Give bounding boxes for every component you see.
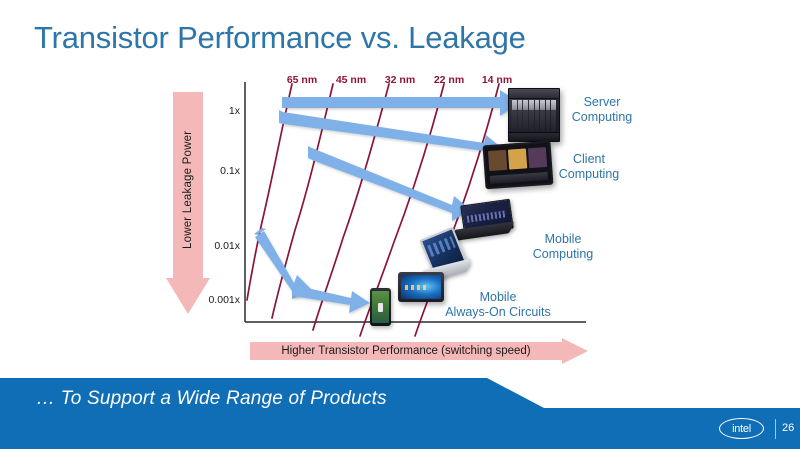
server-scaling-arrow-tail bbox=[282, 97, 286, 108]
product-label-mobile-always-on: Mobile Always-On Circuits bbox=[445, 290, 551, 319]
y-tick-1x: 1x bbox=[228, 105, 240, 117]
intel-logo: intel bbox=[719, 418, 766, 440]
client-scaling-arrow-tail bbox=[279, 110, 283, 124]
alwayson-scaling-arrow bbox=[255, 231, 312, 299]
product-label-mobile-computing: Mobile Computing bbox=[532, 232, 594, 261]
axis-lines bbox=[244, 82, 586, 323]
bottom-banner bbox=[0, 378, 800, 449]
node-label-45nm: 45 nm bbox=[335, 74, 367, 86]
higher-performance-arrow bbox=[250, 338, 588, 364]
scaling-arrows bbox=[254, 90, 520, 313]
mobile-scaling-arrow-tail bbox=[308, 146, 312, 160]
curve-22nm bbox=[359, 83, 445, 337]
lower-leakage-power-arrow bbox=[166, 92, 210, 314]
node-label-32nm: 32 nm bbox=[384, 74, 416, 86]
y-axis-label: Lower Leakage Power bbox=[182, 130, 194, 250]
y-tick-0.1x: 0.1x bbox=[220, 165, 240, 177]
node-label-22nm: 22 nm bbox=[433, 74, 465, 86]
client-scaling-arrow bbox=[283, 112, 503, 159]
product-label-server: Server Computing bbox=[571, 95, 633, 124]
page-title: Transistor Performance vs. Leakage bbox=[34, 20, 526, 55]
intel-logo-oval bbox=[719, 418, 764, 439]
page-number: 26 bbox=[782, 422, 795, 434]
chart-area: 1x 0.1x 0.01x 0.001x 65 nm 45 nm 32 nm 2… bbox=[0, 0, 800, 380]
node-label-65nm: 65 nm bbox=[286, 74, 318, 86]
alwayson-scaling-arrow-tail bbox=[254, 228, 266, 235]
intel-logo-text: intel bbox=[732, 422, 751, 435]
all-in-one-desktop-icon bbox=[482, 140, 554, 195]
page-number-divider bbox=[775, 419, 776, 439]
x-axis-label: Higher Transistor Performance (switching… bbox=[281, 345, 531, 357]
mobile-scaling-arrow bbox=[312, 148, 471, 221]
curve-32nm bbox=[312, 83, 390, 331]
product-label-client: Client Computing bbox=[558, 152, 620, 181]
y-tick-0.001x: 0.001x bbox=[208, 294, 240, 306]
chart-svg bbox=[244, 82, 586, 337]
y-axis-tick-labels: 1x 0.1x 0.01x 0.001x bbox=[186, 0, 240, 340]
alwayson-scaling-arrow-2 bbox=[292, 285, 370, 313]
node-label-14nm: 14 nm bbox=[481, 74, 513, 86]
banner-text: … To Support a Wide Range of Products bbox=[36, 388, 387, 409]
smartphone-icon bbox=[370, 288, 391, 326]
server-scaling-arrow bbox=[286, 90, 520, 116]
y-tick-0.01x: 0.01x bbox=[214, 240, 240, 252]
server-rack-icon bbox=[508, 88, 560, 142]
tablet-icon bbox=[398, 272, 444, 302]
